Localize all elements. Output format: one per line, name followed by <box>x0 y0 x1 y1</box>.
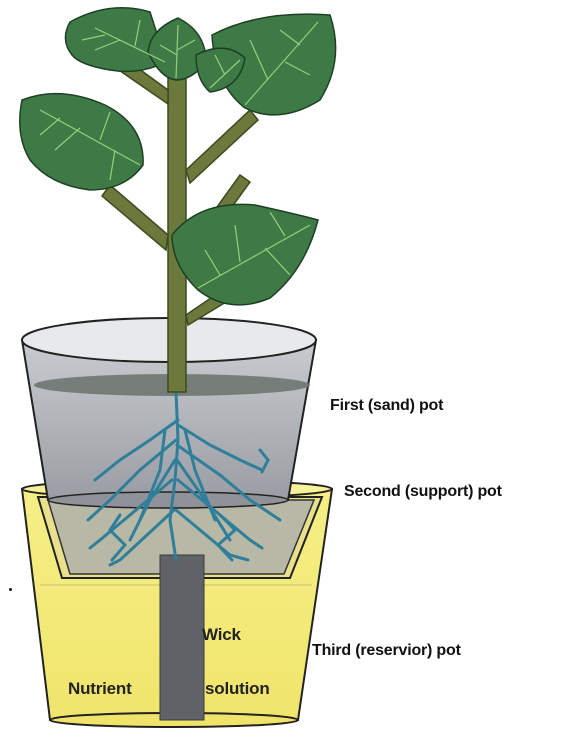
first-pot-label: First (sand) pot <box>330 397 443 415</box>
solution-label: solution <box>205 679 270 699</box>
second-pot-label: Second (support) pot <box>344 483 502 501</box>
wick-label: Wick <box>202 625 241 645</box>
wick <box>160 555 204 720</box>
third-pot-label: Third (reservior) pot <box>312 642 461 660</box>
nutrient-label: Nutrient <box>68 679 132 699</box>
stray-dot <box>9 588 12 591</box>
